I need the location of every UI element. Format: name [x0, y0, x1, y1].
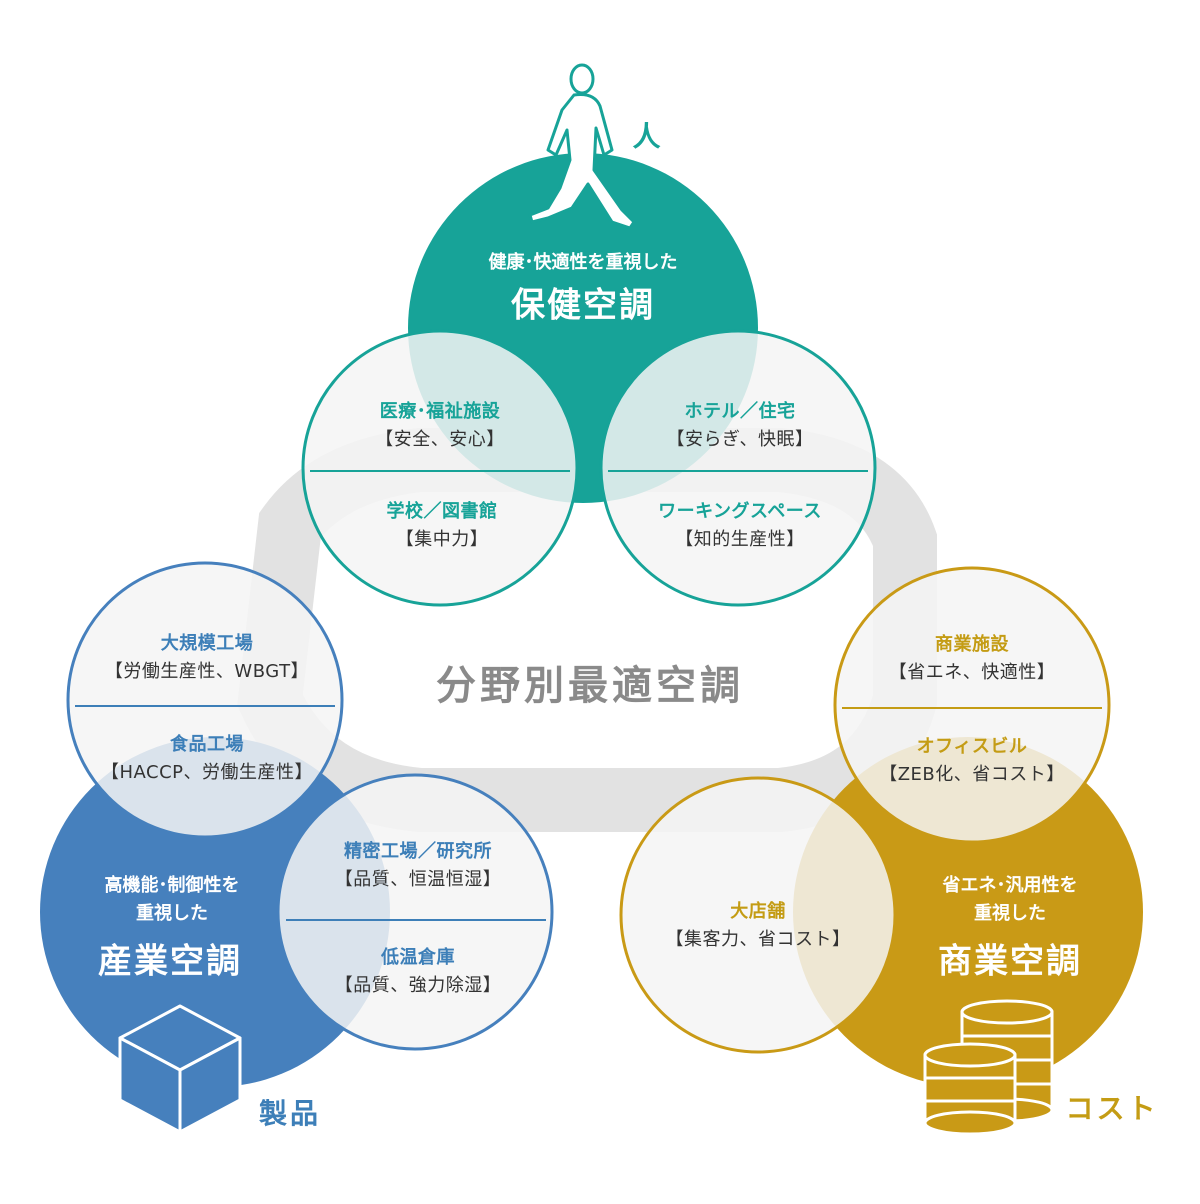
large-food-factory-circle: [66, 561, 344, 839]
health-title: 保健空調: [511, 285, 655, 326]
sector-hotel-name: ホテル／住宅: [684, 401, 796, 422]
hotel-workspace-circle: [599, 329, 877, 607]
industrial-title: 産業空調: [98, 941, 242, 982]
sector-workspace-value: 【知的生産性】: [675, 529, 805, 550]
sector-hotel-value: 【安らぎ、快眠】: [666, 429, 814, 450]
health-desc: 健康･快適性を重視した: [488, 252, 678, 273]
sector-medical-value: 【安全、安心】: [375, 429, 505, 450]
industrial-icon-label: 製品: [258, 1097, 322, 1130]
sector-precision-value: 【品質、恒温恒湿】: [334, 869, 502, 890]
commercial-title: 商業空調: [938, 941, 1082, 982]
coin-stack-icon: [923, 999, 1054, 1136]
center-title: 分野別最適空調: [436, 663, 744, 709]
sector-store-value: 【集客力、省コスト】: [665, 929, 851, 950]
industrial-main-circle: [40, 737, 390, 1087]
commercial-office-circle: [833, 566, 1111, 844]
store-circle: [619, 776, 897, 1054]
sector-office-value: 【ZEB化、省コスト】: [879, 764, 1065, 785]
sector-commercial-facility-value: 【省エネ、快適性】: [888, 662, 1056, 683]
commercial-icon-label: コスト: [1065, 1092, 1159, 1125]
cube-icon: [118, 1004, 242, 1134]
industrial-desc-line1: 高機能･制御性を: [104, 875, 240, 896]
industrial-desc-line2: 重視した: [136, 903, 208, 924]
precision-cold-circle: [276, 773, 554, 1051]
sector-food-factory-value: 【HACCP、労働生産性】: [100, 762, 314, 783]
sector-large-factory-name: 大規模工場: [160, 633, 254, 654]
commercial-desc-line2: 重視した: [974, 903, 1046, 924]
health-icon-label: 人: [632, 120, 664, 153]
sector-food-factory-name: 食品工場: [170, 734, 244, 755]
sector-cold-storage-value: 【品質、強力除湿】: [334, 975, 502, 996]
sector-store-name: 大店舗: [730, 901, 786, 922]
walking-person-icon: [528, 63, 636, 230]
sector-medical-name: 医療･福祉施設: [379, 401, 501, 422]
sector-precision-name: 精密工場／研究所: [344, 841, 492, 862]
commercial-desc-line1: 省エネ･汎用性を: [942, 875, 1078, 896]
sector-commercial-facility-name: 商業施設: [935, 634, 1009, 655]
commercial-main-circle: [793, 737, 1143, 1087]
sector-large-factory-value: 【労働生産性、WBGT】: [104, 661, 310, 682]
sector-school-value: 【集中力】: [395, 529, 489, 550]
sector-office-name: オフィスビル: [916, 736, 1028, 757]
sector-workspace-name: ワーキングスペース: [658, 501, 822, 522]
sector-school-name: 学校／図書館: [386, 501, 498, 522]
sector-cold-storage-name: 低温倉庫: [381, 947, 455, 968]
medical-school-circle: [301, 329, 579, 607]
